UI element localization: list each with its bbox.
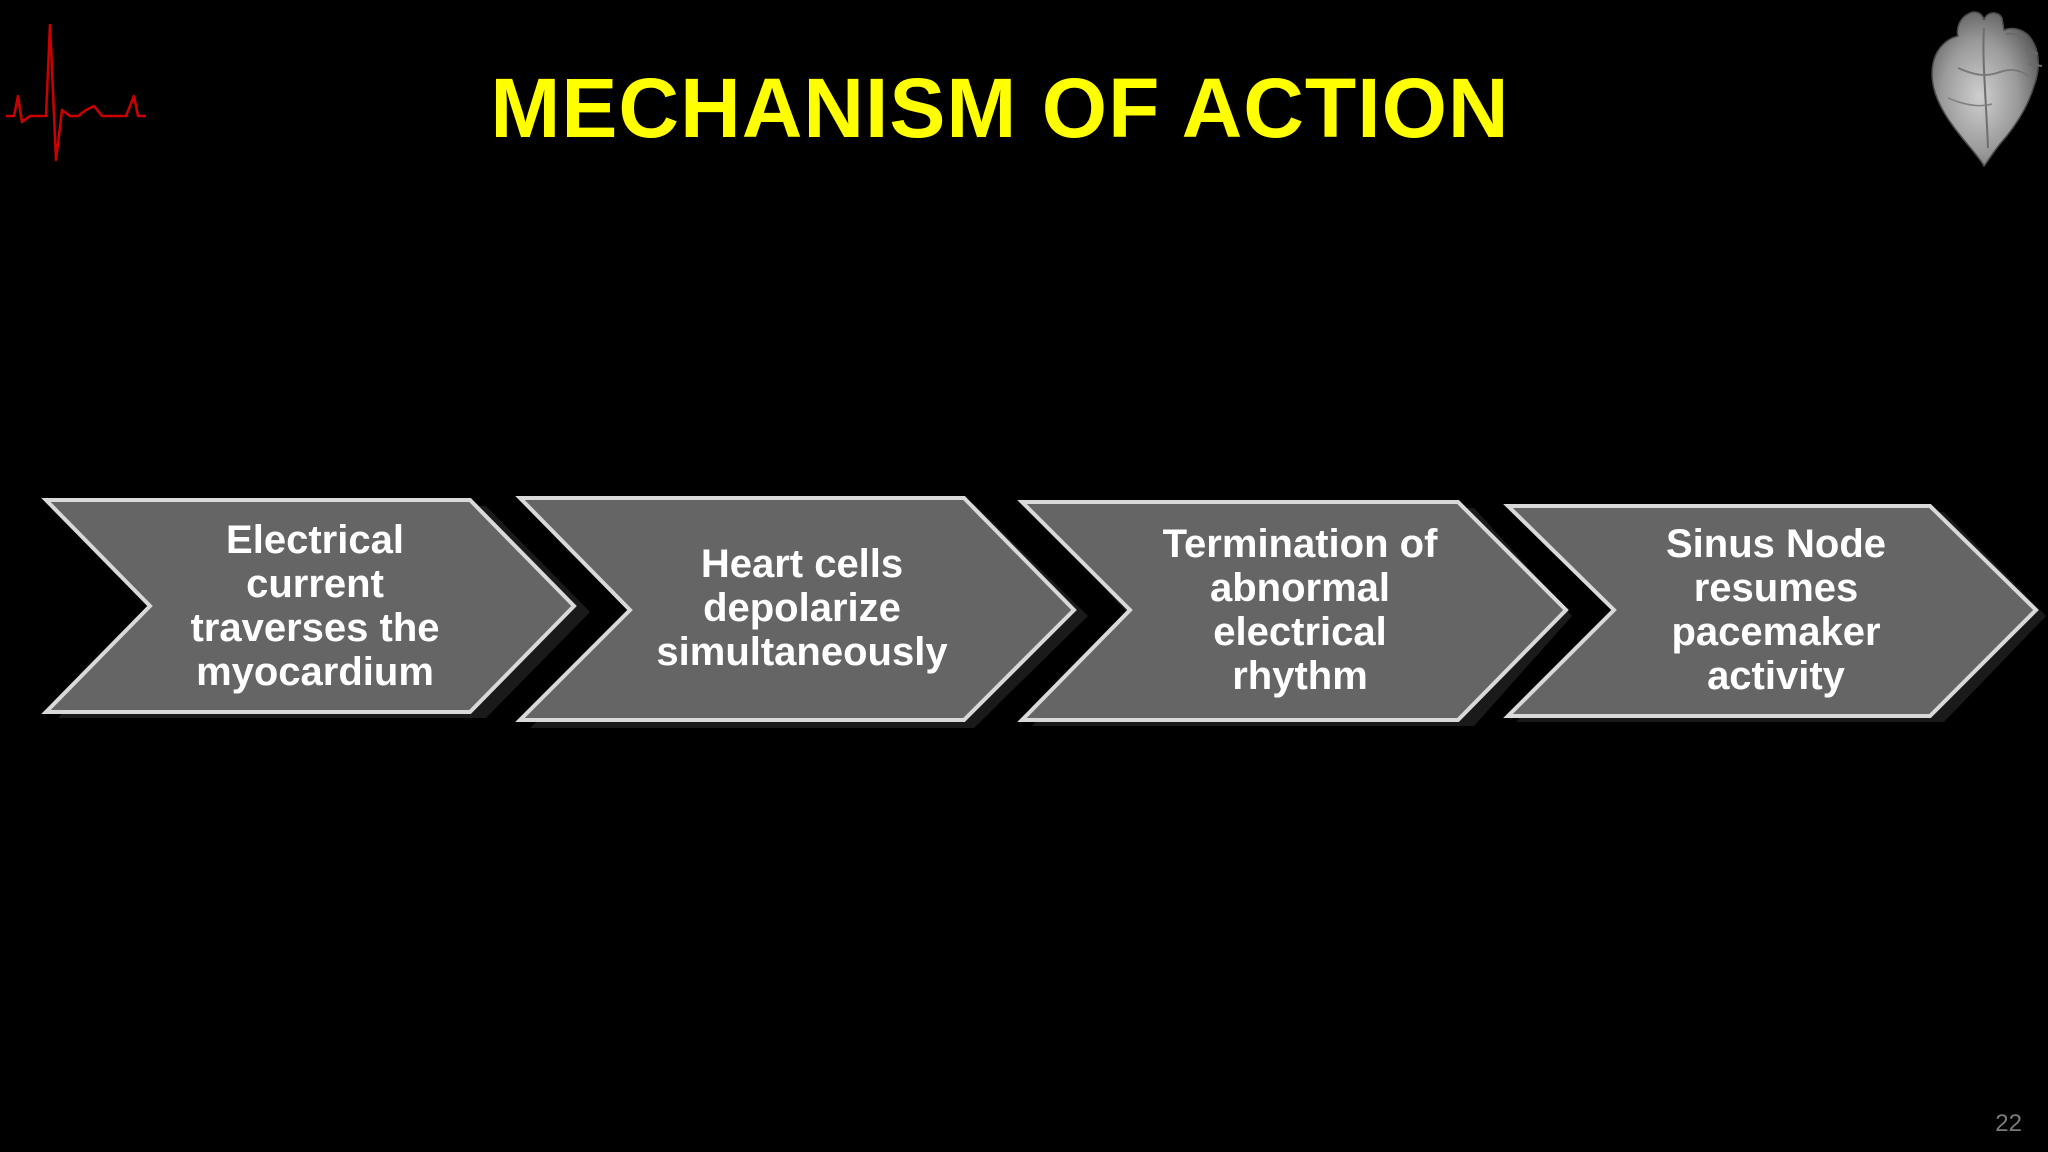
step-2-label: Heart cells depolarize simultaneously xyxy=(656,542,948,674)
step-4-label: Sinus Node resumes pacemaker activity xyxy=(1665,522,1887,698)
anatomical-heart-icon xyxy=(1931,11,2043,168)
step-3-label: Termination of abnormal electrical rhyth… xyxy=(1162,522,1438,698)
step-1-label: Electrical current traverses the myocard… xyxy=(190,518,440,694)
slide-title: MECHANISM OF ACTION xyxy=(490,61,1510,155)
page-number: 22 xyxy=(1995,1110,2022,1137)
chevron-step-1 xyxy=(41,498,577,714)
chevron-step-4 xyxy=(1503,504,2039,718)
chevron-step-3 xyxy=(1017,500,1569,722)
chevron-step-2 xyxy=(515,496,1077,722)
ecg-waveform-icon xyxy=(6,24,146,162)
